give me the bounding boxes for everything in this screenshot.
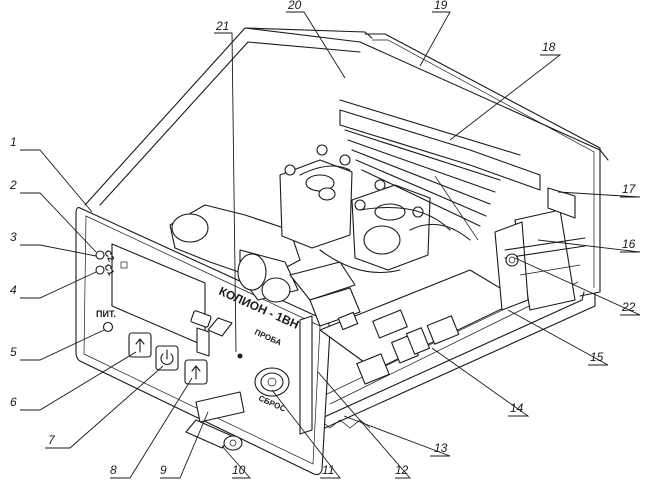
callout-13: 13 xyxy=(434,441,448,455)
callout-2: 2 xyxy=(9,178,17,192)
callout-1: 1 xyxy=(10,135,17,149)
callout-19: 19 xyxy=(434,0,448,12)
button-power[interactable] xyxy=(155,345,179,371)
callout-9: 9 xyxy=(160,463,167,477)
led-c1 xyxy=(95,265,105,275)
callout-8: 8 xyxy=(110,463,117,477)
heat-sink xyxy=(339,99,541,241)
probe-inlet-fitting xyxy=(190,310,243,359)
lid-inner-edge xyxy=(99,41,361,206)
label-c2: C2 xyxy=(102,248,116,263)
reset-connector xyxy=(254,367,290,397)
power-icon xyxy=(160,353,174,365)
gas-tubes xyxy=(299,165,471,273)
sensor-block-left xyxy=(279,144,353,249)
sensor-block-right xyxy=(351,179,431,271)
front-post xyxy=(299,315,313,435)
leader-lines xyxy=(20,11,641,479)
side-bottom-edge xyxy=(299,291,585,429)
callout-17: 17 xyxy=(622,182,637,196)
callout-10: 10 xyxy=(232,463,246,477)
callout-3: 3 xyxy=(10,230,17,244)
callout-16: 16 xyxy=(622,237,636,251)
tray-ribs xyxy=(319,419,371,429)
callout-7: 7 xyxy=(48,433,56,447)
button-up-left[interactable] xyxy=(128,332,152,358)
proba-hole xyxy=(237,353,243,359)
rear-bracket xyxy=(494,187,586,311)
callout-14: 14 xyxy=(510,401,524,415)
arrow-up-icon-2 xyxy=(191,365,201,380)
exhaust-nozzle xyxy=(185,391,245,451)
callout-12: 12 xyxy=(395,463,409,477)
led-power xyxy=(102,321,114,333)
front-panel-bevel xyxy=(83,215,321,465)
side-bottom-edge-2 xyxy=(315,293,596,433)
housing xyxy=(84,27,609,433)
callout-5: 5 xyxy=(10,345,17,359)
callout-22: 22 xyxy=(621,300,636,314)
button-up-right[interactable] xyxy=(184,359,208,385)
housing-top-left-edge xyxy=(84,27,373,206)
label-c1: C1 xyxy=(102,262,116,277)
callout-20: 20 xyxy=(287,0,302,12)
rear-cover-inner xyxy=(372,39,595,288)
callout-18: 18 xyxy=(542,40,556,54)
callout-4: 4 xyxy=(10,283,17,297)
callout-numbers: 1 2 3 4 5 6 7 8 9 10 11 12 13 14 15 16 1… xyxy=(9,0,637,477)
arrow-up-icon xyxy=(135,338,145,353)
label-pit: ПИТ. xyxy=(96,309,116,319)
housing-top-rear-edge xyxy=(244,27,609,161)
callout-21: 21 xyxy=(215,19,229,33)
callout-11: 11 xyxy=(322,463,334,477)
callout-15: 15 xyxy=(590,350,604,364)
led-c2 xyxy=(95,250,105,260)
display-mark xyxy=(120,261,128,269)
circuit-board xyxy=(319,269,521,385)
callout-6: 6 xyxy=(10,395,17,409)
